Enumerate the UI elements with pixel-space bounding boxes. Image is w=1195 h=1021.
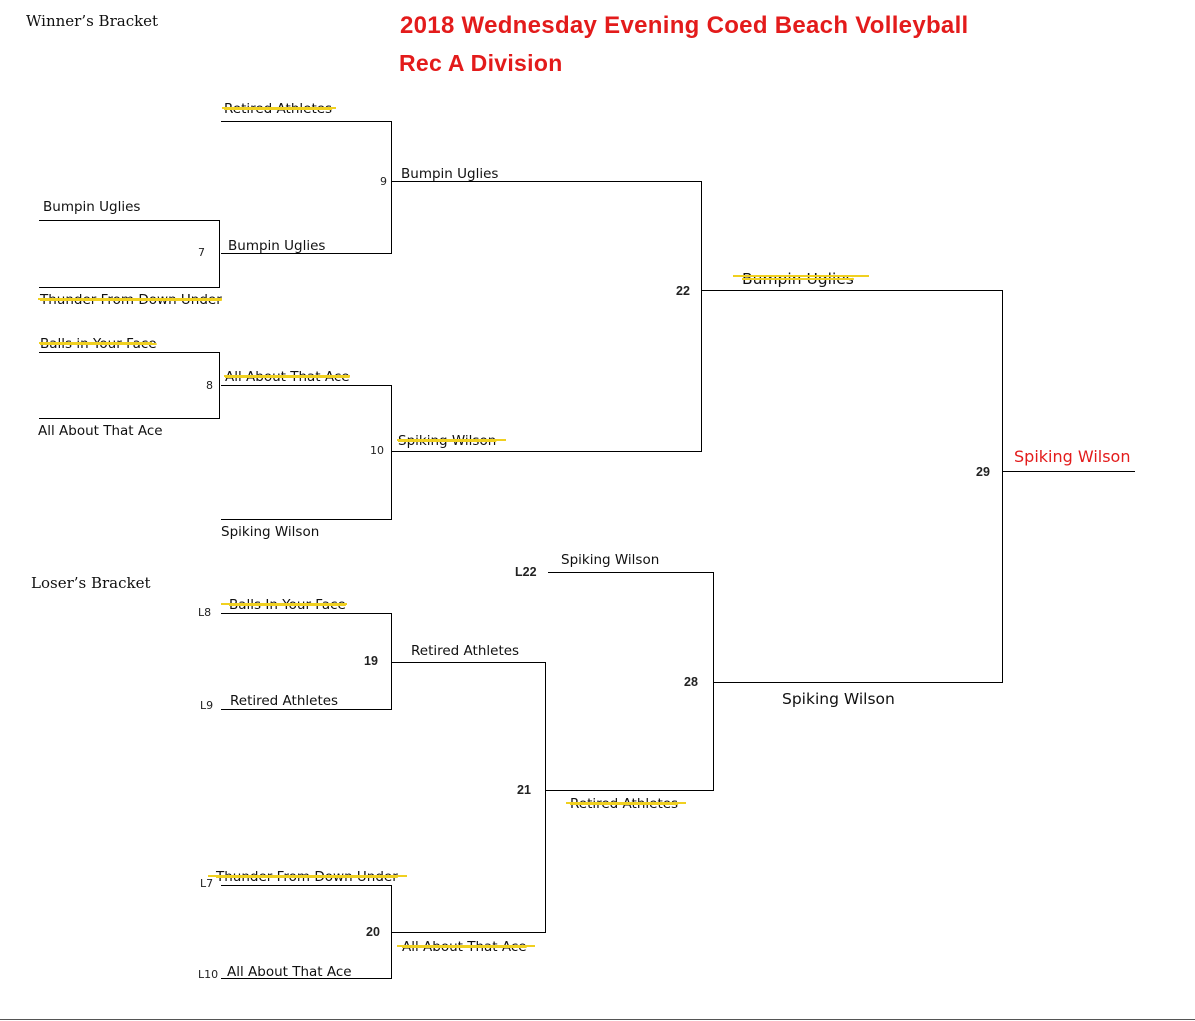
elimination-highlight [224,375,350,377]
bracket-line [39,287,220,288]
elimination-highlight [222,107,336,109]
team-all-about-that-ace-r2: All About That Ace [225,369,350,385]
game-number-l7: L7 [200,877,214,890]
bracket-line [221,709,392,710]
bracket-line [713,572,714,791]
bracket-line [546,790,714,791]
team-all-about-that-ace-w20: All About That Ace [402,939,527,955]
bracket-line [391,385,392,520]
bracket-line [221,121,392,122]
bracket-line [219,220,220,288]
team-spiking-wilson-l22: Spiking Wilson [561,552,660,568]
bracket-line [391,121,392,254]
bracket-line [714,682,1003,683]
game-number-9: 9 [380,175,387,188]
elimination-highlight [397,945,535,947]
bracket-line [39,220,220,221]
game-number-7: 7 [198,246,205,259]
bracket-line [548,572,714,573]
game-number-10: 10 [370,444,384,457]
bracket-line [1002,290,1003,683]
team-spiking-wilson-w28: Spiking Wilson [782,690,895,708]
bracket-line [392,451,702,452]
bracket-line [391,613,392,710]
team-retired-athletes-l9: Retired Athletes [230,693,339,709]
game-number-l8: L8 [198,606,212,619]
game-number-19: 19 [364,654,378,668]
team-thunder-from-down-under-r1: Thunder From Down Under [40,292,222,308]
game-number-22: 22 [676,284,690,298]
team-spiking-wilson-r1: Spiking Wilson [221,524,320,540]
page-title: 2018 Wednesday Evening Coed Beach Volley… [400,12,969,39]
bracket-line [39,418,220,419]
team-retired-athletes-r1: Retired Athletes [224,101,333,117]
team-all-about-that-ace-r1: All About That Ace [38,423,163,439]
elimination-highlight [38,298,222,300]
champion-spiking-wilson: Spiking Wilson [1014,447,1131,466]
losers-bracket-label: Loser’s Bracket [31,574,151,592]
bracket-line [545,662,546,933]
elimination-highlight [397,439,506,441]
bracket-line [392,181,702,182]
bracket-line [219,352,220,419]
elimination-highlight [733,275,869,277]
game-number-29: 29 [976,465,990,479]
elimination-highlight [221,603,347,605]
game-number-l10: L10 [198,968,219,981]
game-number-28: 28 [684,675,698,689]
page-subtitle: Rec A Division [399,50,563,76]
bracket-line [391,885,392,979]
bracket-line [702,290,1003,291]
game-number-l9: L9 [200,699,214,712]
bracket-line [221,978,392,979]
team-thunder-from-down-under-l7: Thunder From Down Under [216,869,398,885]
team-retired-athletes-w21: Retired Athletes [570,796,679,812]
winners-bracket-label: Winner’s Bracket [26,12,159,30]
team-bumpin-uglies-r3: Bumpin Uglies [401,166,499,182]
team-all-about-that-ace-l10: All About That Ace [227,964,352,980]
team-bumpin-uglies-r1: Bumpin Uglies [43,199,141,215]
bracket-line [701,181,702,452]
bracket-line [221,613,392,614]
elimination-highlight [566,802,686,804]
team-balls-in-your-face-l8: Balls In Your Face [229,597,346,613]
bracket-line [1003,471,1135,472]
elimination-highlight [208,875,407,877]
game-number-20: 20 [366,925,380,939]
page-bottom-rule [0,1019,1195,1020]
game-number-8: 8 [206,379,213,392]
team-spiking-wilson-r3: Spiking Wilson [398,433,497,449]
bracket-line [221,253,392,254]
bracket-line [221,519,392,520]
game-number-l22: L22 [515,565,537,579]
bracket-line [392,932,546,933]
bracket-line [392,662,546,663]
team-balls-in-your-face-r1: Balls in Your Face [40,336,157,352]
elimination-highlight [39,342,152,344]
team-bumpin-uglies-r2: Bumpin Uglies [228,238,326,254]
team-retired-athletes-w19: Retired Athletes [411,643,520,659]
bracket-line [221,885,392,886]
game-number-21: 21 [517,783,531,797]
bracket-line [39,352,220,353]
team-bumpin-uglies-r4: Bumpin Uglies [742,270,854,288]
bracket-line [221,385,392,386]
